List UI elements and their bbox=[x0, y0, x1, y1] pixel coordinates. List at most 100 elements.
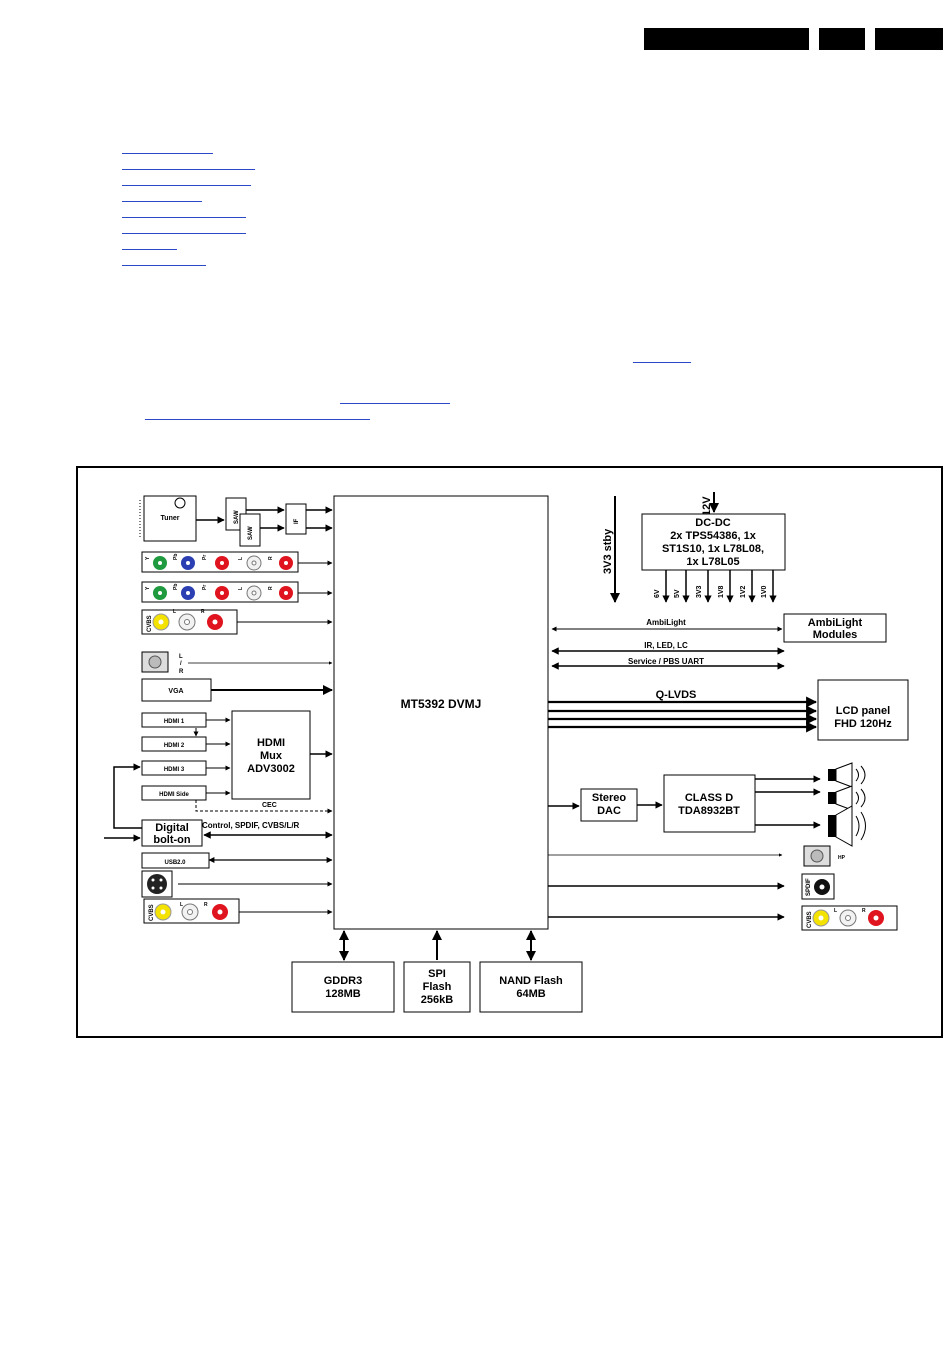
toc-link-5[interactable] bbox=[122, 203, 246, 218]
ambilight-bus-label: AmbiLight bbox=[646, 618, 686, 627]
hdmi-mux-block bbox=[231, 710, 311, 800]
svg-text:USB2.0: USB2.0 bbox=[164, 860, 186, 866]
class-d-block bbox=[663, 774, 756, 833]
body-link-3[interactable] bbox=[145, 419, 370, 420]
bolt-on-bus-label: Control, SPDIF, CVBS/L/R bbox=[202, 821, 300, 830]
svg-text:HDMI 3: HDMI 3 bbox=[164, 767, 185, 773]
standby-label: 3V3 stby bbox=[602, 528, 614, 574]
service-bus-label: Service / PBS UART bbox=[628, 657, 704, 666]
svg-text:L: L bbox=[238, 557, 244, 560]
svg-text:Pb: Pb bbox=[173, 584, 179, 590]
svg-text:1V0: 1V0 bbox=[761, 585, 768, 598]
body-link-2[interactable] bbox=[340, 403, 450, 404]
saw-block-2 bbox=[239, 513, 261, 547]
svg-text:CVBS: CVBS bbox=[149, 904, 155, 921]
hp-label: HP bbox=[838, 855, 846, 861]
cvbs-output: CVBS L R bbox=[801, 905, 898, 931]
cec-label: CEC bbox=[262, 802, 277, 809]
svg-text:ST1S10, 1x L78L08,: ST1S10, 1x L78L08, bbox=[662, 543, 764, 555]
toc-link-3[interactable] bbox=[122, 171, 251, 186]
toc-link-6[interactable] bbox=[122, 219, 246, 234]
body-link-1[interactable] bbox=[633, 362, 691, 363]
svg-text:256kB: 256kB bbox=[421, 994, 453, 1006]
ypbpr-input-2: Y Pb Pr L R bbox=[141, 581, 299, 603]
svg-text:DAC: DAC bbox=[597, 805, 621, 817]
svg-text:64MB: 64MB bbox=[516, 988, 545, 1000]
svg-text:/: / bbox=[180, 661, 182, 667]
svg-text:6V: 6V bbox=[654, 589, 661, 598]
svg-text:CLASS D: CLASS D bbox=[685, 792, 733, 804]
svg-text:DC-DC: DC-DC bbox=[695, 517, 730, 529]
cvbs-input-2: CVBS L R bbox=[143, 898, 240, 924]
svg-text:bolt-on: bolt-on bbox=[153, 834, 191, 846]
toc-link-1[interactable] bbox=[122, 139, 213, 154]
svg-text:L: L bbox=[834, 908, 837, 914]
svg-text:Y: Y bbox=[145, 556, 151, 560]
header-tab-1 bbox=[644, 28, 809, 50]
block-diagram: MT5392 DVMJ Tuner SAW SAW IF Y Pb Pr L R… bbox=[76, 466, 943, 1038]
toc-link-4[interactable] bbox=[122, 187, 202, 202]
svg-text:2x TPS54386, 1x: 2x TPS54386, 1x bbox=[670, 530, 757, 542]
svg-text:3V3: 3V3 bbox=[696, 585, 703, 598]
svg-text:HDMI 1: HDMI 1 bbox=[164, 719, 185, 725]
toc-link-8[interactable] bbox=[122, 251, 206, 266]
svg-text:Y: Y bbox=[145, 586, 151, 590]
cvbs-input-1: CVBS L R bbox=[141, 609, 238, 635]
svg-text:L: L bbox=[173, 609, 176, 615]
svg-text:5V: 5V bbox=[674, 589, 681, 598]
soc-block bbox=[333, 495, 549, 930]
if-block bbox=[285, 503, 307, 535]
svg-text:L: L bbox=[180, 902, 183, 908]
svg-text:R: R bbox=[201, 609, 205, 615]
ir-bus-label: IR, LED, LC bbox=[644, 641, 688, 650]
svg-text:R: R bbox=[179, 669, 184, 675]
svg-text:Digital: Digital bbox=[155, 822, 189, 834]
svg-text:L: L bbox=[238, 587, 244, 590]
headphone-jack-icon bbox=[810, 849, 824, 863]
saw-label-1: SAW bbox=[234, 510, 240, 524]
svg-text:Stereo: Stereo bbox=[592, 792, 627, 804]
svg-text:Mux: Mux bbox=[260, 750, 283, 762]
svg-text:R: R bbox=[268, 556, 274, 560]
svg-text:CVBS: CVBS bbox=[147, 615, 153, 632]
svg-text:CVBS: CVBS bbox=[807, 911, 813, 928]
toc-link-2[interactable] bbox=[122, 155, 255, 170]
svideo-icon bbox=[147, 874, 167, 894]
speaker-icon-2 bbox=[828, 785, 866, 811]
dcdc-block bbox=[641, 513, 786, 571]
svg-text:Pr: Pr bbox=[202, 585, 208, 590]
speaker-icon-1 bbox=[828, 762, 866, 788]
ypbpr-input-1: Y Pb Pr L R bbox=[141, 551, 299, 573]
svg-text:LCD panel: LCD panel bbox=[836, 705, 890, 717]
svg-text:R: R bbox=[268, 586, 274, 590]
if-label: IF bbox=[294, 518, 300, 524]
ambilight-modules-block bbox=[783, 613, 887, 643]
supply-12v-label: 12V bbox=[701, 496, 713, 516]
svg-text:1V2: 1V2 bbox=[740, 585, 747, 598]
svg-text:ADV3002: ADV3002 bbox=[247, 763, 295, 775]
tuner-label: Tuner bbox=[161, 515, 180, 522]
svg-text:1V8: 1V8 bbox=[718, 585, 725, 598]
svg-text:AmbiLight: AmbiLight bbox=[808, 617, 863, 629]
tuner-connector-icon bbox=[174, 497, 186, 509]
tuner-block bbox=[143, 495, 197, 542]
svg-text:Flash: Flash bbox=[423, 981, 452, 993]
soc-label: MT5392 DVMJ bbox=[401, 697, 482, 711]
svg-text:TDA8932BT: TDA8932BT bbox=[678, 805, 740, 817]
svg-text:128MB: 128MB bbox=[325, 988, 361, 1000]
diagram-frame bbox=[76, 466, 943, 1038]
audio-in-jack-icon bbox=[148, 655, 162, 669]
svg-text:GDDR3: GDDR3 bbox=[324, 975, 363, 987]
svg-text:HDMI: HDMI bbox=[257, 737, 285, 749]
svg-text:NAND Flash: NAND Flash bbox=[499, 975, 563, 987]
svg-text:1x L78L05: 1x L78L05 bbox=[686, 556, 739, 568]
header-tab-2 bbox=[819, 28, 865, 50]
svg-text:Modules: Modules bbox=[813, 629, 858, 641]
vga-label: VGA bbox=[168, 688, 183, 695]
lcd-panel-block bbox=[817, 679, 909, 741]
nand-flash-block bbox=[479, 961, 583, 1013]
subwoofer-icon bbox=[828, 805, 866, 847]
toc-link-7[interactable] bbox=[122, 235, 177, 250]
svg-text:HDMI 2: HDMI 2 bbox=[164, 743, 185, 749]
gddr3-block bbox=[291, 961, 395, 1013]
